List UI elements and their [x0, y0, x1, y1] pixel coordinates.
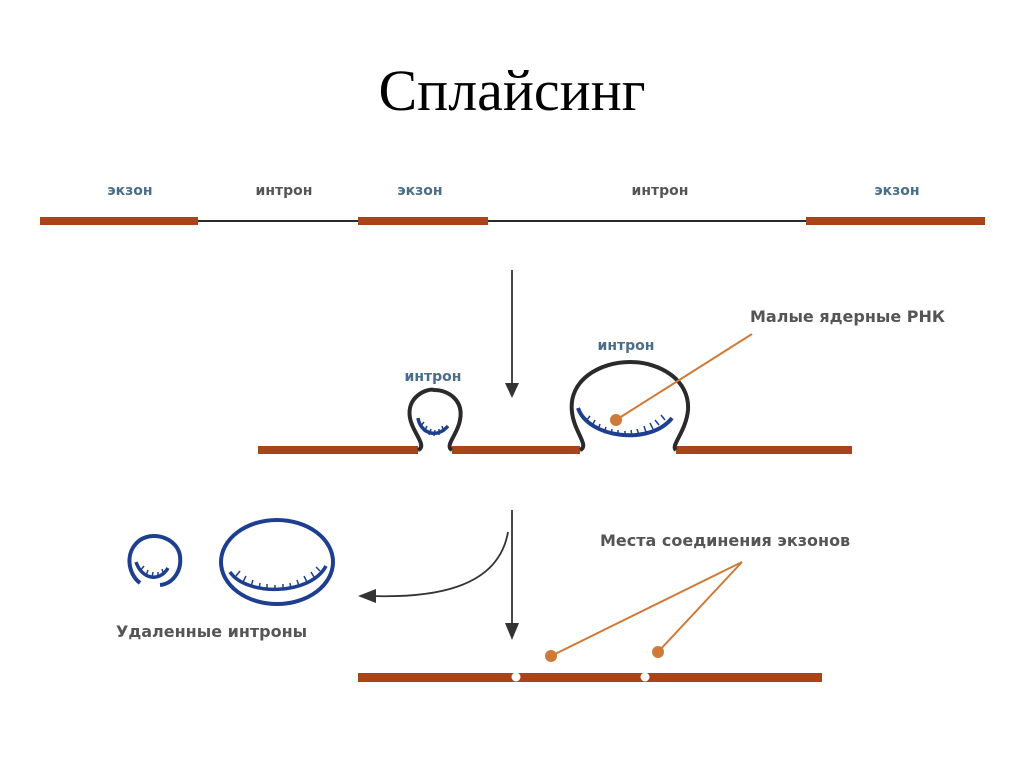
large-intron-label: интрон: [598, 338, 655, 354]
mature-mrna-strand: [358, 673, 822, 682]
exon-label-1: экзон: [107, 183, 152, 199]
intron-label-2: интрон: [632, 183, 689, 199]
removed-intron-large: [219, 518, 335, 606]
exon-2: [358, 217, 488, 225]
mature-mrna: Места соединения экзонов: [358, 531, 850, 682]
small-snrna-teeth: [419, 421, 445, 437]
arrow-down-1: [505, 270, 519, 398]
lariat-stage: интрон интрон Малые ядерные РНК: [258, 307, 945, 454]
removed-introns-label: Удаленные интроны: [116, 622, 307, 641]
exon-left: [258, 446, 418, 454]
large-intron-loop: [569, 359, 691, 452]
junction-label: Места соединения экзонов: [600, 531, 850, 550]
exon-label-3: экзон: [874, 183, 919, 199]
snrna-label: Малые ядерные РНК: [750, 307, 945, 326]
snrna-pointer-dot: [610, 414, 622, 426]
junction-pointer-dot-2: [652, 646, 664, 658]
junction-2: [640, 672, 650, 682]
intron-label-1: интрон: [256, 183, 313, 199]
arrow-down-2: [505, 510, 519, 640]
removed-introns: Удаленные интроны: [116, 518, 335, 641]
small-intron-label: интрон: [405, 369, 462, 385]
snrna-pointer-line: [615, 333, 753, 421]
exon-label-2: экзон: [397, 183, 442, 199]
large-snrna: [576, 407, 674, 438]
pre-mrna: экзон интрон экзон интрон экзон: [40, 183, 985, 225]
removed-snrna-large: [228, 565, 328, 591]
exon-3: [806, 217, 985, 225]
junction-pointer-dot-1: [545, 650, 557, 662]
small-intron-loop: [407, 387, 463, 452]
removed-intron-small: [127, 534, 183, 587]
slide-title: Сплайсинг: [378, 58, 646, 123]
junction-1: [511, 672, 521, 682]
exon-1: [40, 217, 198, 225]
removed-snrna-small-teeth: [139, 565, 165, 579]
removed-snrna-small: [134, 561, 170, 579]
exon-right: [676, 446, 852, 454]
removed-snrna-large-teeth: [235, 566, 321, 591]
exon-middle: [452, 446, 580, 454]
junction-pointer-line-2: [657, 561, 743, 653]
arrow-to-removed-introns: [358, 531, 509, 603]
large-snrna-teeth: [585, 414, 666, 437]
junction-pointer-line-1: [550, 561, 743, 657]
